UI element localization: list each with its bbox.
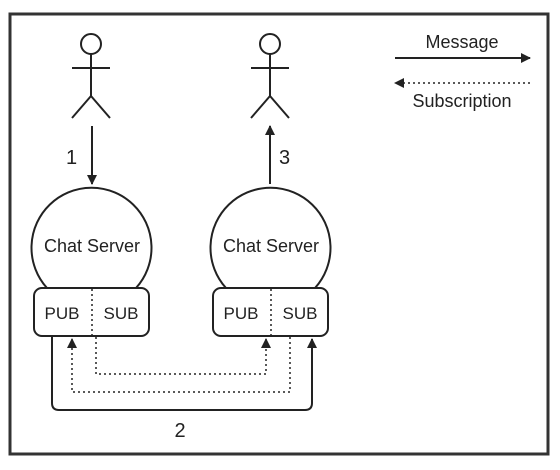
user-left-icon: [71, 33, 111, 119]
step2-label: 2: [174, 420, 185, 442]
chat-server-left-label: Chat Server: [44, 236, 140, 256]
chat-server-left-dome: [30, 186, 153, 289]
diagram-frame: [8, 12, 550, 456]
step3-label: 3: [279, 147, 290, 169]
pubsub-box-left: [33, 287, 150, 337]
legend-subscription-label: Subscription: [412, 91, 511, 111]
pub-label-right: PUB: [224, 304, 259, 323]
legend-message-label: Message: [425, 32, 498, 52]
user-right-icon: [250, 33, 290, 119]
pubsub-box-right: [212, 287, 329, 337]
step1-label: 1: [66, 147, 77, 169]
sub-label-left: SUB: [104, 304, 139, 323]
subscription-arrow-to-right-pub: [95, 337, 271, 375]
pub-label-left: PUB: [45, 304, 80, 323]
subscription-arrow-to-left-pub: [67, 337, 291, 393]
chat-server-right-label: Chat Server: [223, 236, 319, 256]
chat-server-right-dome: [209, 186, 332, 289]
step2-message-arrow: [51, 336, 317, 411]
sub-label-right: SUB: [283, 304, 318, 323]
